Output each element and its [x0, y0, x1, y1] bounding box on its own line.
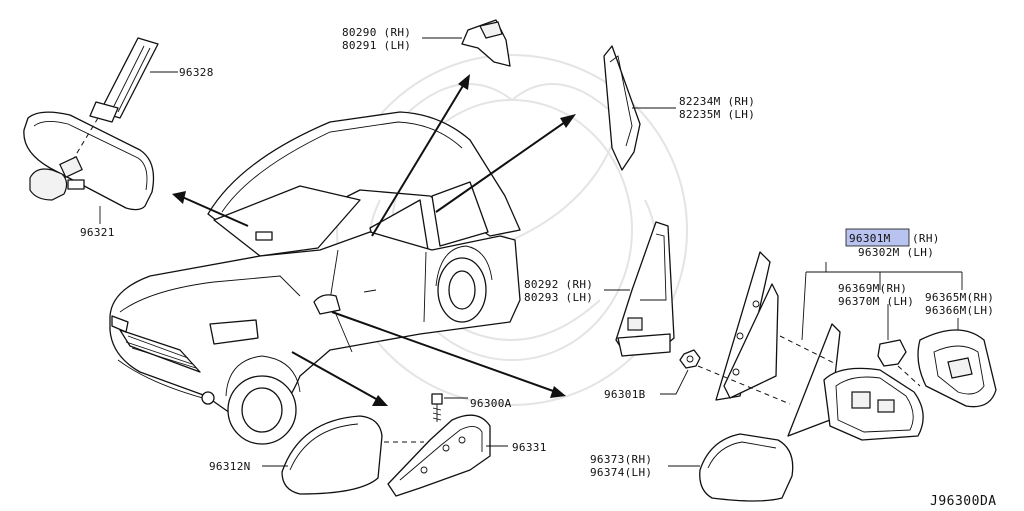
label-96373[interactable]: 96373(RH)	[590, 453, 652, 466]
label-96312n[interactable]: 96312N	[209, 460, 251, 473]
vehicle-illustration	[109, 111, 521, 445]
label-82234m[interactable]: 82234M (RH)	[679, 95, 755, 108]
screw-part-96300a[interactable]	[431, 393, 468, 422]
label-80292[interactable]: 80292 (RH)	[524, 278, 593, 291]
label-96369m[interactable]: 96369M(RH)	[838, 282, 907, 295]
label-96328[interactable]: 96328	[179, 66, 214, 79]
label-96301m-side: (RH)	[912, 232, 940, 245]
label-96370m[interactable]: 96370M (LH)	[838, 295, 914, 308]
location-arrows	[172, 74, 576, 406]
leader-96301m	[801, 262, 963, 341]
highlight-96301m	[845, 228, 910, 247]
mirror-base-part-96331[interactable]	[384, 414, 508, 497]
label-96321[interactable]: 96321	[80, 226, 115, 239]
label-80290[interactable]: 80290 (RH)	[342, 26, 411, 39]
leader-96301b	[660, 369, 689, 395]
label-80293[interactable]: 80293 (LH)	[524, 291, 593, 304]
label-96302m[interactable]: 96302M (LH)	[858, 246, 934, 259]
label-96366m[interactable]: 96366M(LH)	[925, 304, 994, 317]
door-sash-finisher-part-82234m[interactable]	[603, 45, 676, 171]
mirror-cover-part-96312n[interactable]	[262, 415, 383, 495]
label-80291[interactable]: 80291 (LH)	[342, 39, 411, 52]
mirror-cover-part-96373[interactable]	[668, 433, 794, 502]
label-96331[interactable]: 96331	[512, 441, 547, 454]
label-96374[interactable]: 96374(LH)	[590, 466, 652, 479]
label-96301b[interactable]: 96301B	[604, 388, 646, 401]
inner-corner-finisher-part-80292[interactable]	[604, 221, 675, 357]
label-96300a[interactable]: 96300A	[470, 397, 512, 410]
door-mirror-assembly[interactable]	[697, 251, 997, 441]
corner-finisher-part-80290[interactable]	[422, 19, 511, 67]
label-96301m[interactable]: 96301M	[849, 232, 891, 245]
label-96365m[interactable]: 96365M(RH)	[925, 291, 994, 304]
part-number-labels: 96328 96321 80290 (RH) 80291 (LH) 82234M…	[80, 26, 997, 509]
room-mirror-part[interactable]	[23, 111, 155, 211]
mirror-stay-cover-part[interactable]	[73, 37, 178, 159]
diagram-code: J96300DA	[930, 494, 997, 509]
nut-part-96301b[interactable]	[660, 349, 701, 395]
label-82235m[interactable]: 82235M (LH)	[679, 108, 755, 121]
